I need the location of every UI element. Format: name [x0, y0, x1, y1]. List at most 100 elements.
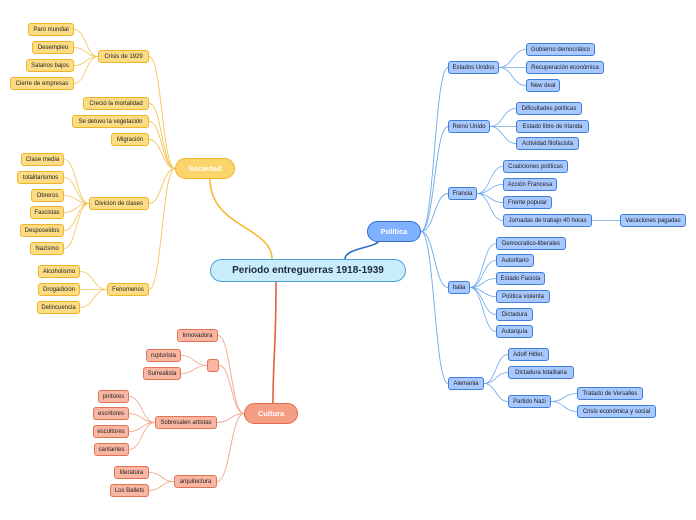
- branch-sociedad[interactable]: Sociedad: [175, 158, 235, 179]
- connector: [498, 49, 527, 68]
- connector: [148, 139, 176, 169]
- connector: [216, 413, 245, 423]
- item-crisis-economica-social[interactable]: Crisis económica y social: [577, 405, 656, 418]
- connector: [489, 108, 517, 127]
- topic-estados-unidos[interactable]: Estados Unidos: [448, 61, 499, 74]
- item-accion-francesa[interactable]: Acción Francesa: [503, 178, 557, 191]
- item-actividad-filofacista[interactable]: Actividad filofacista: [516, 137, 579, 150]
- topic-reino-unido[interactable]: Reino Unido: [448, 120, 490, 133]
- branch-cultura[interactable]: Cultura: [244, 403, 298, 424]
- topic-vegetacion[interactable]: Se detuvo la vegetación: [72, 115, 149, 128]
- item-estado-libre-irlanda[interactable]: Estado libre de Irlanda: [516, 120, 589, 133]
- topic-unnamed[interactable]: [207, 359, 219, 372]
- connector: [63, 195, 90, 204]
- item-paro-mundial[interactable]: Paro mundial: [28, 23, 74, 36]
- connector: [180, 365, 208, 374]
- connector: [469, 260, 497, 288]
- item-salarios-bajos[interactable]: Salarios bajos: [26, 59, 74, 72]
- item-dictadura-totalitaria[interactable]: Dictadura totalitaria: [508, 366, 574, 379]
- connector: [180, 355, 208, 366]
- connector: [63, 159, 90, 204]
- item-new-deal[interactable]: New deal: [526, 79, 560, 92]
- connector: [550, 401, 578, 412]
- connector: [79, 271, 108, 290]
- item-surrealista[interactable]: Surrealista: [143, 367, 181, 380]
- item-adolf-hitler[interactable]: Adolf Hitler,: [508, 348, 549, 361]
- connector: [550, 393, 578, 402]
- item-clase-media[interactable]: Clase media: [21, 153, 64, 166]
- connector: [73, 56, 99, 84]
- connector: [128, 422, 156, 450]
- connector: [148, 168, 176, 290]
- topic-migracion[interactable]: Migración: [111, 133, 149, 146]
- item-delincuencia[interactable]: Delincuencia: [37, 301, 80, 314]
- connector: [476, 193, 504, 221]
- item-vacaciones-pagadas[interactable]: Vacaciones pagadas: [620, 214, 686, 227]
- item-pintores[interactable]: pintores: [98, 390, 129, 403]
- connector: [148, 168, 176, 204]
- connector: [217, 335, 245, 414]
- item-gobierno-democratico[interactable]: Gobierno democrático: [526, 43, 595, 56]
- item-cantantes[interactable]: cantantes: [94, 443, 129, 456]
- item-cierre-empresas[interactable]: Cierre de empresas: [10, 77, 74, 90]
- item-los-ballets[interactable]: Los Ballets: [110, 484, 149, 497]
- connector: [476, 166, 504, 194]
- item-obreros[interactable]: Obreros: [31, 189, 64, 202]
- connector-main: [272, 281, 277, 404]
- connector: [420, 231, 449, 288]
- connector: [469, 243, 497, 288]
- connector: [73, 29, 99, 57]
- item-jornadas-40-horas[interactable]: Jornadas de trabajo 40 horas: [503, 214, 592, 227]
- item-rupturista[interactable]: rupturista: [146, 349, 181, 362]
- item-politica-violenta[interactable]: Política violenta: [496, 290, 550, 303]
- topic-crisis-1929[interactable]: Crisis de 1929: [98, 50, 149, 63]
- connector: [420, 126, 449, 232]
- connector: [63, 177, 90, 204]
- connector: [489, 126, 517, 144]
- item-alcoholismo[interactable]: Alcoholismo: [38, 265, 80, 278]
- connector: [63, 203, 90, 249]
- item-nazismo[interactable]: Nazismo: [30, 242, 64, 255]
- topic-italia[interactable]: Italia: [448, 281, 470, 294]
- topic-alemania[interactable]: Alemania: [448, 377, 484, 390]
- connector: [73, 47, 99, 57]
- topic-arquitectura[interactable]: arquitectura: [174, 475, 217, 488]
- item-desposeidos[interactable]: Desposeidos: [20, 224, 64, 237]
- item-recuperacion-economica[interactable]: Recuperación económica: [526, 61, 604, 74]
- connector: [216, 413, 245, 482]
- item-totalitarismos[interactable]: totalitarismos: [17, 171, 64, 184]
- topic-sobresalen-artistas[interactable]: Sobresalen artistas: [155, 416, 217, 429]
- item-dictadura[interactable]: Dictadura: [496, 308, 533, 321]
- item-estado-facista[interactable]: Estado Facista: [496, 272, 545, 285]
- item-fascistas[interactable]: Fascistas: [30, 206, 64, 219]
- item-autoritario[interactable]: Autoritario: [496, 254, 534, 267]
- connector: [498, 67, 527, 86]
- connector: [420, 67, 449, 232]
- item-desempleo[interactable]: Desempleo: [32, 41, 74, 54]
- item-coaliciones-politicas[interactable]: Coaliciones políticas: [503, 160, 568, 173]
- item-partido-nazi[interactable]: Partido Nazi: [508, 395, 551, 408]
- topic-crecio-mortalidad[interactable]: Creció la mortalidad: [83, 97, 149, 110]
- item-escritores[interactable]: escritores: [93, 407, 129, 420]
- branch-politica[interactable]: Política: [367, 221, 421, 242]
- connector: [469, 287, 497, 332]
- connector: [128, 413, 156, 423]
- item-democratico-liberales[interactable]: Democratico-liberales: [496, 237, 566, 250]
- topic-division-clases[interactable]: Divicion de clases: [89, 197, 149, 210]
- topic-fenomenos[interactable]: Fenomenos: [107, 283, 149, 296]
- item-autarquia[interactable]: Autarquía: [496, 325, 533, 338]
- item-escultores[interactable]: escultores: [93, 425, 129, 438]
- item-drogadicion[interactable]: Drogadición: [38, 283, 80, 296]
- item-frente-popular[interactable]: Frente popular: [503, 196, 552, 209]
- item-dificultades-politicas[interactable]: Dificultades políticas: [516, 102, 582, 115]
- connector: [148, 121, 176, 169]
- connector: [148, 56, 176, 169]
- topic-innovadora[interactable]: Innovadora: [177, 329, 218, 342]
- topic-francia[interactable]: Francia: [448, 187, 477, 200]
- item-literatura[interactable]: literatura: [114, 466, 149, 479]
- item-tratado-versalles[interactable]: Tratado de Versalles: [577, 387, 643, 400]
- connector-main: [209, 178, 273, 260]
- central-topic[interactable]: Periodo entreguerras 1918-1939: [210, 259, 406, 282]
- connector: [79, 289, 108, 308]
